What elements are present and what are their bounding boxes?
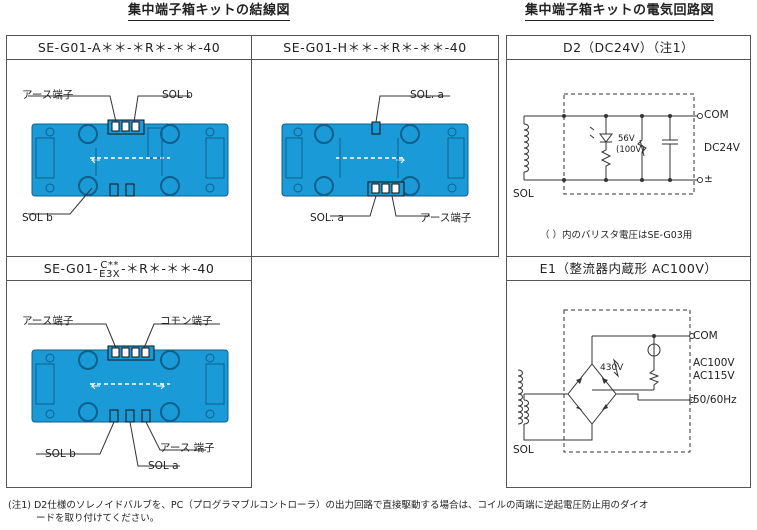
panel-c-earth-bottom-label: アース 端子: [160, 442, 215, 454]
e1-sol-label: SOL: [513, 444, 534, 456]
d2-header: D2（DC24V）（注1）: [507, 36, 750, 60]
panel-a-sol-top-label: SOL b: [162, 89, 193, 101]
circuit-title: 集中端子箱キットの電気回路図: [525, 3, 715, 21]
e1-ac100-label: AC100V: [693, 357, 735, 369]
panel-a-earth-label: アース端子: [22, 89, 74, 101]
valve-diagram-h: [281, 95, 469, 217]
panel-h-sol-bottom-label: SOL. a: [310, 212, 344, 224]
d2-varistor-voltage: 56V: [618, 134, 635, 144]
d2-varistor-voltage-g03: (100V): [616, 145, 645, 155]
panel-c-common-label: コモン端子: [160, 315, 213, 327]
e1-freq-label: 50/60Hz: [693, 394, 737, 406]
panel-a-sol-bottom-label: SOL b: [22, 212, 53, 224]
d2-sol-label: SOL: [513, 188, 534, 200]
footnote-line-2: ードを取り付けてください。: [36, 513, 160, 524]
panel-a-model: SE-G01-A＊＊-＊R＊-＊＊-40: [7, 36, 251, 60]
e1-circuit-schematic: [517, 309, 695, 453]
e1-com-label: COM: [693, 330, 718, 342]
wiring-title: 集中端子箱キットの結線図: [128, 3, 291, 21]
panel-h-model: SE-G01-H＊＊-＊R＊-＊＊-40: [252, 36, 498, 60]
d2-pm-label: ±: [704, 173, 713, 185]
e1-ac115-label: AC115V: [693, 370, 735, 382]
d2-voltage-label: DC24V: [704, 142, 740, 154]
d2-circuit-schematic: [523, 93, 703, 195]
panel-c-sol-b-label: SOL b: [45, 448, 76, 460]
panel-c-sol-a-label: SOL a: [148, 460, 179, 472]
panel-c-model: SE-G01-C**E3X-＊R＊-＊＊-40: [7, 257, 251, 281]
valve-diagram-c: [28, 323, 229, 467]
e1-header: E1（整流器内蔵形 AC100V）: [507, 257, 750, 281]
circuit-panel-d2: D2（DC24V）（注1）: [506, 35, 751, 257]
footnote-line-1: (注1) D2仕様のソレノイドバルブを、PC（プログラマブルコントローラ）の出力…: [8, 500, 649, 511]
panel-h-earth-label: アース端子: [420, 212, 472, 224]
d2-varistor-note: （ ）内のバリスタ電圧はSE-G03用: [540, 230, 693, 241]
panel-h-sol-top-label: SOL. a: [410, 89, 444, 101]
circuit-panel-e1: E1（整流器内蔵形 AC100V）: [506, 256, 751, 488]
valve-diagram-a: [28, 95, 229, 215]
e1-varistor-voltage: 430V: [600, 363, 624, 373]
panel-c-earth-label: アース端子: [22, 315, 74, 327]
d2-com-label: COM: [704, 109, 729, 121]
